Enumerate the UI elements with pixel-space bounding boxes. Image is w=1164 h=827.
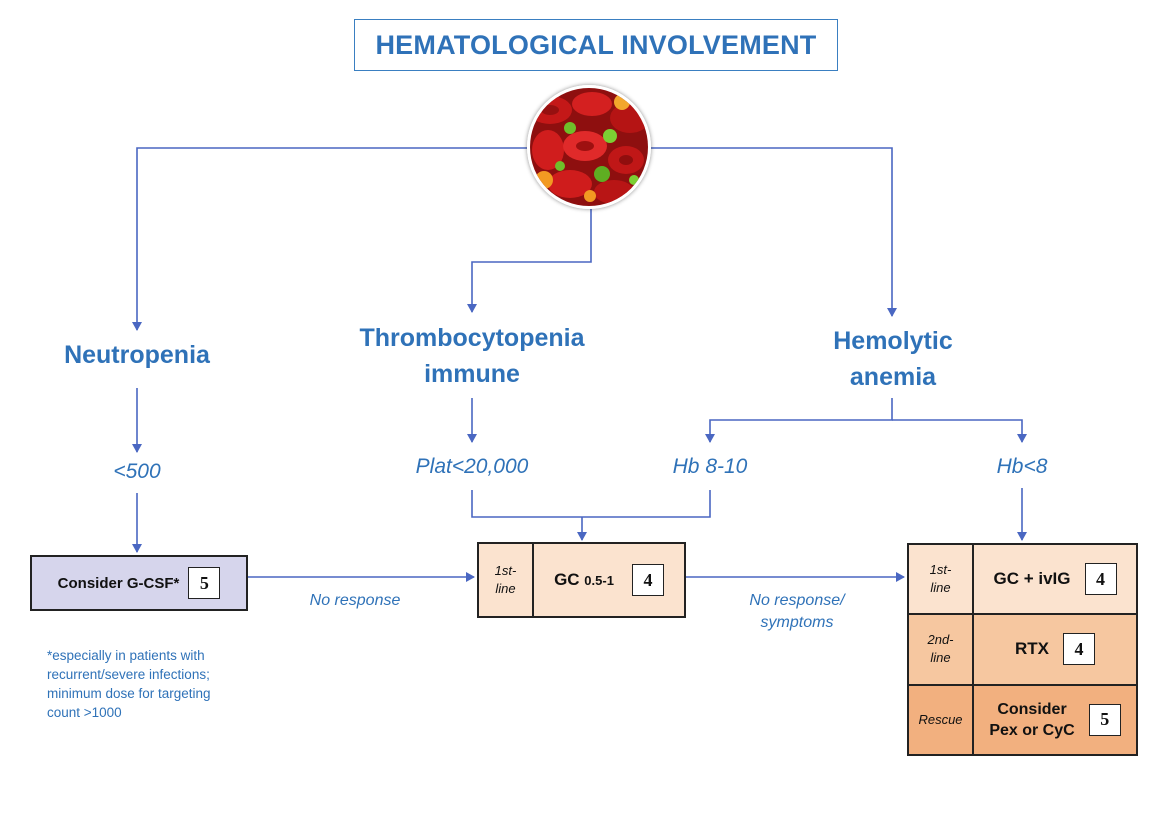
first-line-tag: 1st-line [909, 545, 974, 614]
footnote-line-2: recurrent/severe infections; [47, 667, 210, 682]
no-response-label: No response [309, 592, 401, 609]
thrombocytopenia-heading-line-2: immune [424, 360, 520, 388]
neutropenia-heading: Neutropenia [64, 341, 210, 369]
hemolytic-heading-line-1: Hemolytic [833, 327, 953, 355]
diagram-title: HEMATOLOGICAL INVOLVEMENT [354, 19, 838, 71]
hb-moderate-threshold: Hb 8-10 [672, 455, 748, 478]
first-line-tag-1: 1st- [929, 562, 952, 578]
rescue-label-line-2: Pex or CyC [989, 721, 1075, 739]
gc-first-line-node: 1st-line GC 0.5-1 4 [477, 542, 686, 618]
second-line-tag-2: line [930, 650, 951, 666]
gc-ivig-label: GC + ivIG [993, 569, 1071, 589]
thrombocytopenia-heading-line-1: Thrombocytopenia [359, 324, 585, 352]
thrombocytopenia-heading: Thrombocytopenia immune [337, 320, 607, 392]
hb-severe-threshold: Hb<8 [996, 455, 1048, 478]
gc-node-body: GC 0.5-1 4 [534, 544, 684, 616]
gcsf-label: Consider G-CSF* [57, 574, 180, 592]
no-response-symptoms-label: No response/ symptoms [717, 590, 877, 634]
gc-line-tag-2: line [495, 581, 516, 596]
gc-line-tag: 1st-line [479, 544, 534, 616]
rescue-score: 5 [1088, 703, 1121, 736]
stack-first-line-row: 1st-line GC + ivIG 4 [909, 545, 1136, 614]
arrow-to-thrombocytopenia [467, 209, 592, 313]
gc-treatment: GC 0.5-1 [554, 570, 614, 590]
platelet-threshold: Plat<20,000 [415, 455, 529, 478]
second-line-body: RTX 4 [974, 615, 1136, 683]
arrow-hb-severe [892, 419, 1027, 443]
gcsf-evidence-score: 5 [188, 567, 221, 599]
gcsf-node: Consider G-CSF* 5 [30, 555, 248, 611]
neutrophil-threshold: <500 [113, 460, 161, 483]
second-line-tag-1: 2nd- [927, 632, 954, 648]
stack-second-line-row: 2nd-line RTX 4 [909, 613, 1136, 684]
arrow-to-neutropenia [132, 147, 527, 331]
arrow-hb-moderate [705, 398, 893, 443]
first-line-body: GC + ivIG 4 [974, 545, 1136, 613]
footnote-line-1: *especially in patients with [47, 648, 205, 663]
rtx-label: RTX [1015, 639, 1049, 659]
no-response-symptoms-line-1: No response/ [749, 592, 845, 609]
no-response-symptoms-line-2: symptoms [760, 614, 834, 631]
gc-evidence-score: 4 [631, 564, 664, 596]
hemolytic-anemia-heading: Hemolytic anemia [793, 323, 993, 395]
rtx-score: 4 [1063, 633, 1095, 666]
second-line-tag: 2nd-line [909, 615, 974, 684]
rescue-tag: Rescue [909, 685, 974, 754]
gc-line-tag-1: 1st- [494, 563, 517, 578]
first-line-tag-2: line [930, 580, 951, 596]
gc-ivig-score: 4 [1084, 563, 1117, 596]
footnote-line-3: minimum dose for targeting [47, 686, 211, 701]
rescue-label-line-1: Consider [997, 700, 1067, 718]
hemolytic-treatment-stack: 1st-line GC + ivIG 4 2nd-line RTX 4 Resc… [907, 543, 1138, 756]
footnote-line-4: count >1000 [47, 705, 122, 720]
blood-cells-image [527, 85, 651, 209]
merge-to-gc [471, 490, 711, 540]
hemolytic-heading-line-2: anemia [849, 363, 937, 391]
gc-drug: GC [554, 570, 580, 589]
gcsf-footnote: *especially in patients with recurrent/s… [47, 646, 277, 722]
arrow-to-hemolytic [651, 147, 897, 317]
gc-dose: 0.5-1 [584, 573, 614, 588]
